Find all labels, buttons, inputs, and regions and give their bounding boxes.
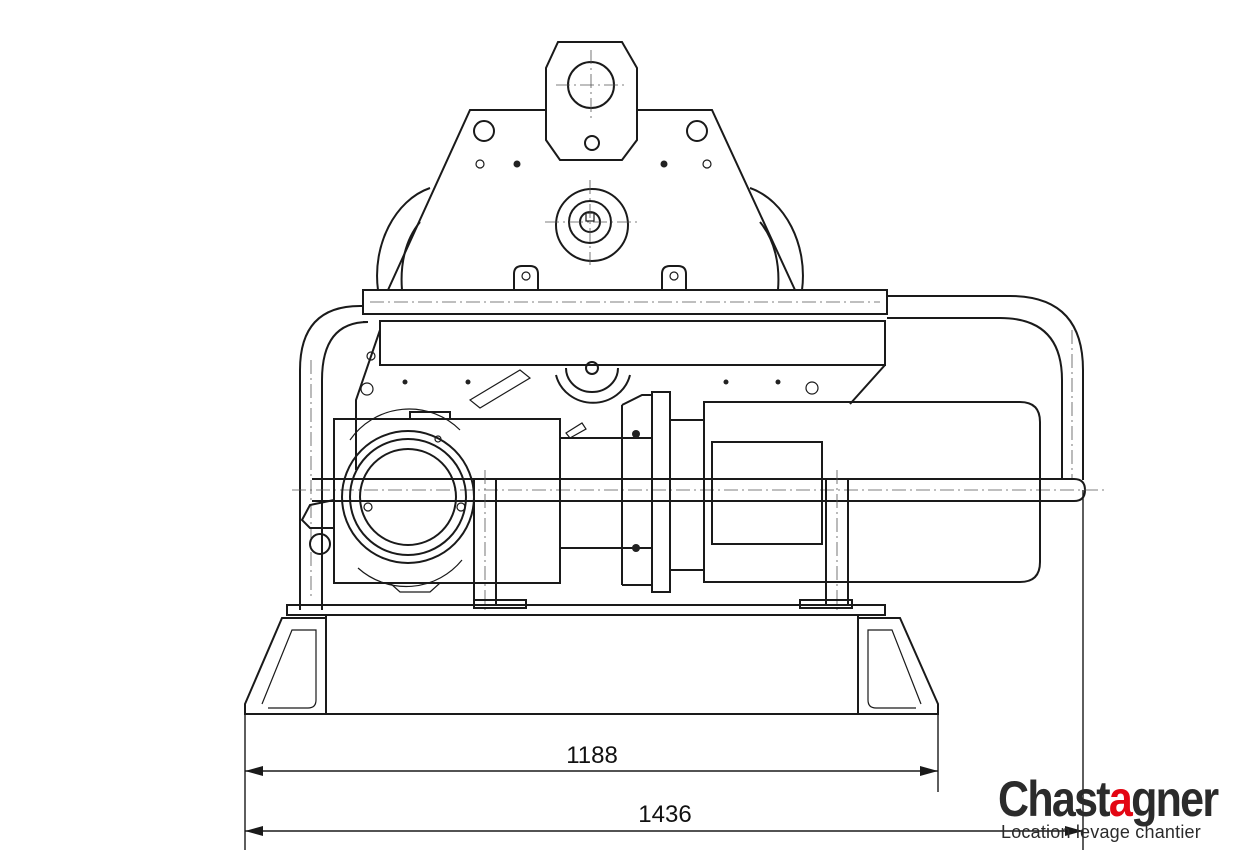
tube-frame xyxy=(292,295,1108,612)
base-frame xyxy=(244,599,939,715)
brand-name: Chastagner xyxy=(998,771,1219,827)
dimension-label-overall-width: 1436 xyxy=(638,801,691,828)
brand-tagline: Location levage chantier xyxy=(1001,822,1201,842)
brand-logo: Chastagner Location levage chantier xyxy=(998,772,1232,848)
upper-frame-plate xyxy=(376,109,804,291)
winch-drum xyxy=(300,408,561,593)
gearbox-coupling xyxy=(559,391,705,593)
top-beam xyxy=(362,289,888,315)
dimension-label-inner-width: 1188 xyxy=(566,742,618,769)
inner-plate xyxy=(355,320,886,470)
dimension-lines xyxy=(244,490,1084,850)
brand-accent-letter: a xyxy=(1108,771,1133,827)
lifting-eye xyxy=(545,41,638,161)
electric-motor xyxy=(703,401,1041,583)
